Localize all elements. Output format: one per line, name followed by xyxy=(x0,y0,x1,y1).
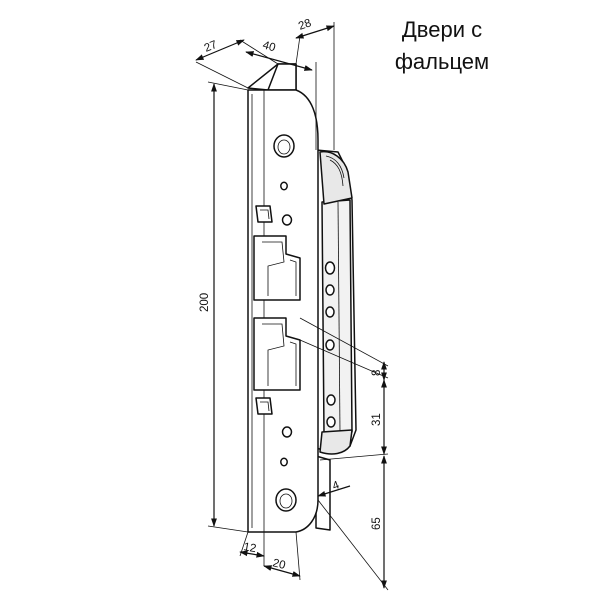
dimension-lines xyxy=(195,22,389,591)
caption-line-2: фальцем xyxy=(394,49,490,74)
dim-27: 27 xyxy=(203,39,219,55)
dim-28: 28 xyxy=(297,17,313,33)
dim-200: 200 xyxy=(199,293,211,312)
dim-40: 40 xyxy=(261,39,277,54)
caption-line-1: Двери с xyxy=(401,17,483,42)
dim-20: 20 xyxy=(271,557,286,572)
dim-4: 4 xyxy=(331,479,342,493)
lock-body xyxy=(315,149,357,531)
dim-12: 12 xyxy=(242,541,257,555)
dim-31: 31 xyxy=(371,413,383,426)
diagram-caption: Двери с фальцем xyxy=(362,14,522,78)
dimension-labels: 27 40 28 200 8 31 4 65 12 20 xyxy=(199,17,383,572)
dim-65: 65 xyxy=(371,517,383,530)
faceplate xyxy=(247,89,319,533)
dim-8: 8 xyxy=(371,370,383,376)
